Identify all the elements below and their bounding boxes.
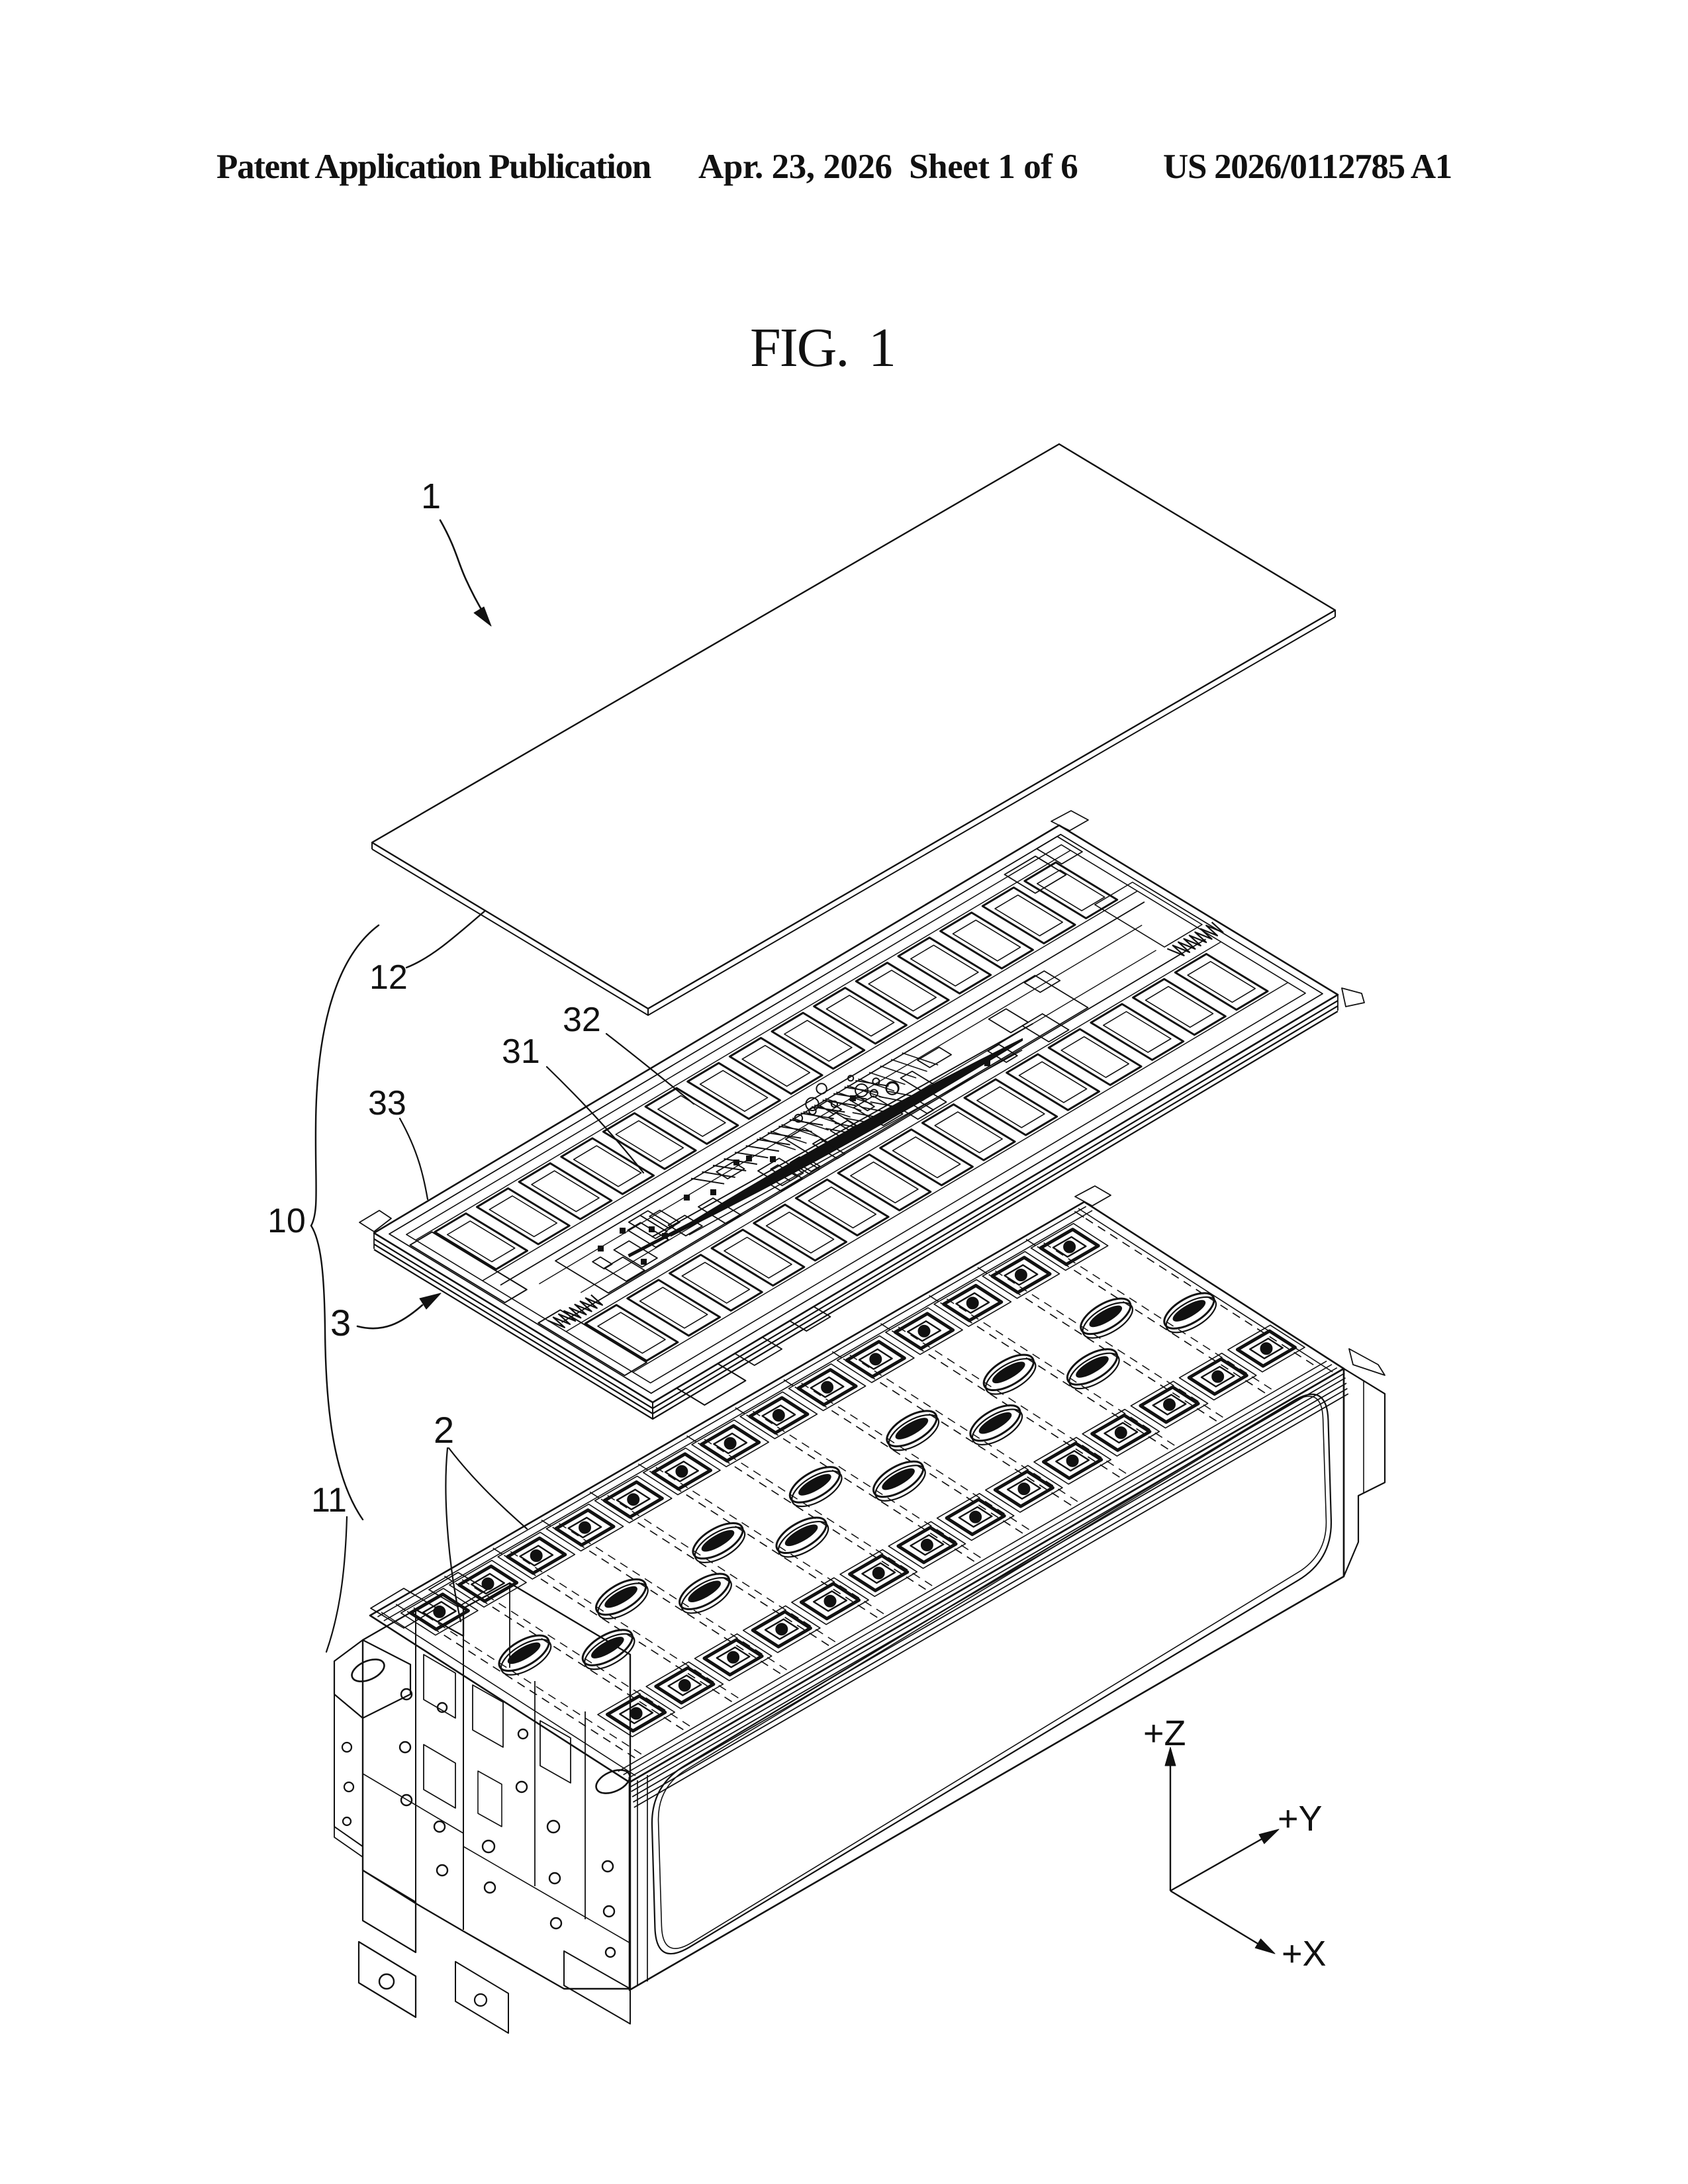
svg-text:33: 33	[368, 1084, 406, 1122]
svg-text:+X: +X	[1282, 1934, 1327, 1974]
svg-text:31: 31	[502, 1032, 540, 1071]
svg-text:1: 1	[868, 317, 896, 379]
svg-text:2: 2	[434, 1409, 454, 1451]
svg-text:1: 1	[421, 477, 441, 516]
svg-text:32: 32	[563, 1001, 601, 1039]
svg-text:10: 10	[267, 1202, 306, 1240]
svg-text:+Z: +Z	[1143, 1713, 1186, 1753]
svg-text:Patent Application Publication: Patent Application Publication	[216, 148, 651, 186]
svg-text:12: 12	[369, 958, 408, 997]
svg-text:+Y: +Y	[1278, 1799, 1323, 1839]
svg-text:11: 11	[311, 1481, 347, 1520]
svg-text:Apr. 23, 2026 Sheet 1 of 6: Apr. 23, 2026 Sheet 1 of 6	[698, 148, 1078, 186]
svg-text:3: 3	[330, 1302, 351, 1343]
svg-text:US 2026/0112785 A1: US 2026/0112785 A1	[1163, 148, 1452, 186]
svg-text:FIG.: FIG.	[750, 317, 848, 379]
